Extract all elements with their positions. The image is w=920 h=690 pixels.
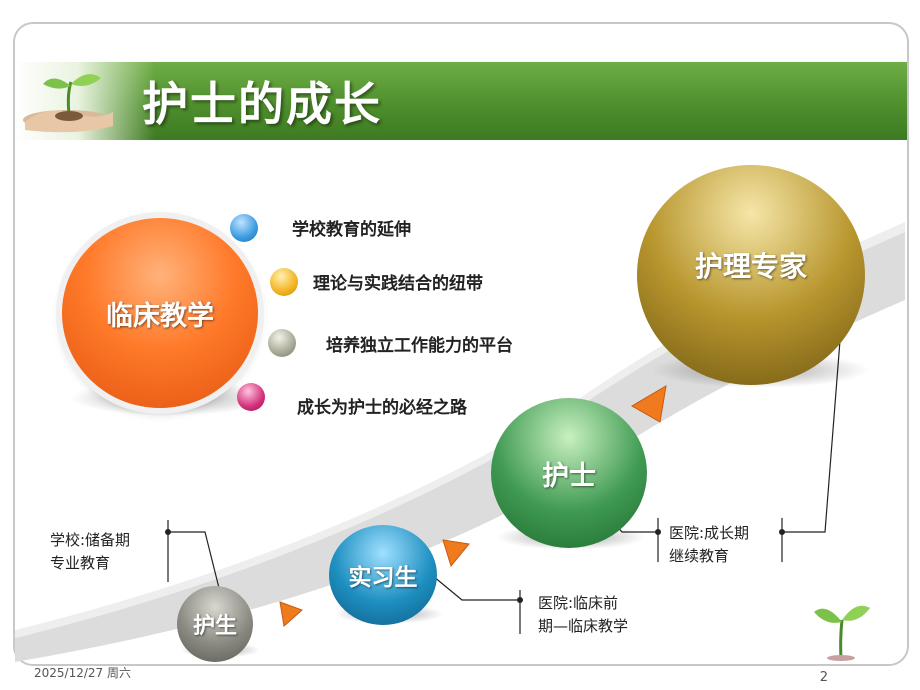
bullet-text-4: 成长为护士的必经之路: [297, 398, 467, 418]
stage-intern-sphere: 实习生: [329, 525, 437, 625]
nurse-note-line2: 继续教育: [669, 547, 730, 565]
sprout-icon: [814, 605, 870, 661]
bullet-pink-icon: [237, 383, 265, 411]
nurse-note: 医院:成长期 继续教育: [669, 522, 749, 568]
nurse-note-line1: 医院:成长期: [669, 524, 750, 542]
stage-expert-sphere: 护理专家: [637, 165, 865, 385]
stage-expert-label: 护理专家: [694, 250, 807, 283]
clinical-teaching-sphere: 临床教学: [62, 218, 258, 408]
stage-student-sphere: 护生: [177, 586, 253, 662]
footer-date: 2025/12/27 周六: [34, 666, 131, 680]
seedling-hands-icon: [23, 74, 113, 133]
stage-student-label: 护生: [192, 614, 237, 639]
intern-note-line1: 医院:临床前: [538, 594, 619, 612]
arrow-3-icon: [631, 385, 667, 423]
school-note: 学校:储备期 专业教育: [50, 529, 130, 575]
bullet-gray-icon: [268, 329, 296, 357]
intern-note-line2: 期—临床教学: [538, 617, 629, 635]
school-note-line2: 专业教育: [50, 554, 111, 572]
stage-nurse-sphere: 护士: [491, 398, 647, 548]
title-banner: 护士的成长: [15, 62, 907, 140]
arrow-2-icon: [442, 539, 470, 568]
clinical-teaching-label: 临床教学: [106, 300, 214, 332]
stage-intern-label: 实习生: [348, 565, 418, 591]
intern-note: 医院:临床前 期—临床教学: [538, 592, 628, 638]
bullet-text-3: 培养独立工作能力的平台: [326, 336, 513, 356]
bullet-text-2: 理论与实践结合的纽带: [313, 274, 483, 294]
bullet-blue-icon: [230, 214, 258, 242]
slide-title: 护士的成长: [142, 77, 382, 131]
page-number: 2: [819, 670, 828, 685]
bullet-yellow-icon: [270, 268, 298, 296]
bullet-text-1: 学校教育的延伸: [292, 220, 411, 240]
school-note-line1: 学校:储备期: [50, 531, 131, 549]
stage-nurse-label: 护士: [542, 460, 596, 492]
arrow-1-icon: [279, 601, 303, 627]
